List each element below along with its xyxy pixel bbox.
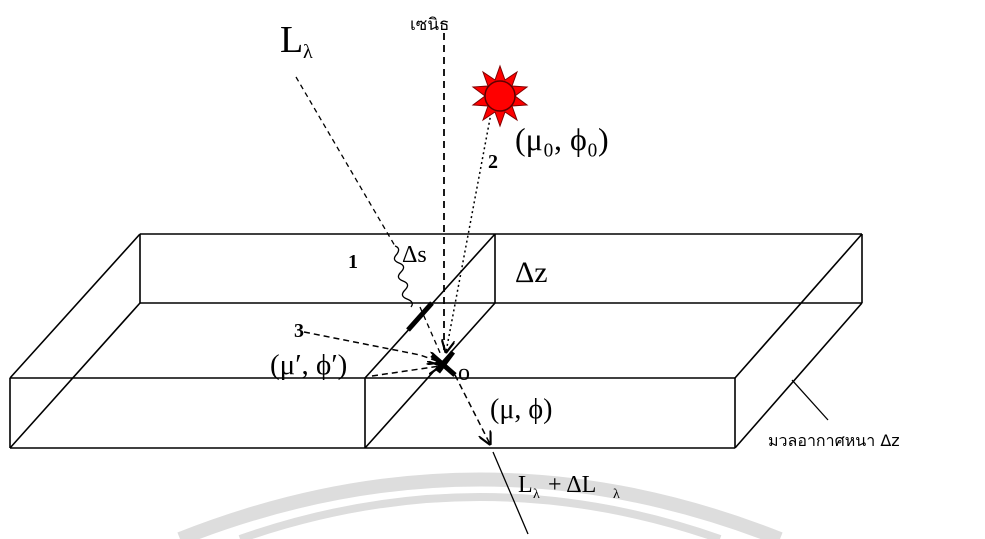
path3-label: 3 <box>294 320 304 342</box>
point-o-marker <box>430 350 457 377</box>
delta-s-label: Δs <box>402 242 427 268</box>
atmospheric-layer <box>9 233 863 449</box>
point-o-label: o <box>458 360 470 386</box>
layer-pointer <box>791 379 829 421</box>
sun-ray <box>446 107 493 352</box>
delta-s-segment <box>406 301 434 332</box>
radiance-out-symbol: L <box>518 472 533 498</box>
radiance-out-label: L λ + ΔL λ <box>518 472 620 502</box>
sun-icon <box>471 64 529 128</box>
scatter-direction-label: (μ′, ϕ′) <box>270 349 347 381</box>
radiance-out-increment: + ΔL <box>548 472 596 498</box>
radiance-in-subscript: λ <box>303 41 313 63</box>
delta-z-label: Δz <box>515 256 548 289</box>
scatter-arrow <box>371 366 440 377</box>
incoming-ray <box>295 76 396 247</box>
radiance-out-subscript-2: λ <box>613 487 620 502</box>
outgoing-ray-solid <box>492 451 529 535</box>
outgoing-direction-label: (μ, ϕ) <box>490 394 552 425</box>
path2-label: 2 <box>488 151 498 173</box>
sun-direction-label: (μ₀, ϕ₀) <box>515 121 609 157</box>
radiance-in-label: L <box>280 19 303 61</box>
outgoing-ray <box>454 374 490 444</box>
path3-ray <box>303 331 440 362</box>
radiance-out-subscript: λ <box>533 487 540 502</box>
layer-thickness-label: มวลอากาศหนา Δz <box>768 431 900 450</box>
zenith-label: เซนิธ <box>410 15 449 35</box>
path1-squiggle <box>393 245 413 308</box>
watermark-arcs <box>177 472 783 539</box>
path1-label: 1 <box>348 251 358 273</box>
